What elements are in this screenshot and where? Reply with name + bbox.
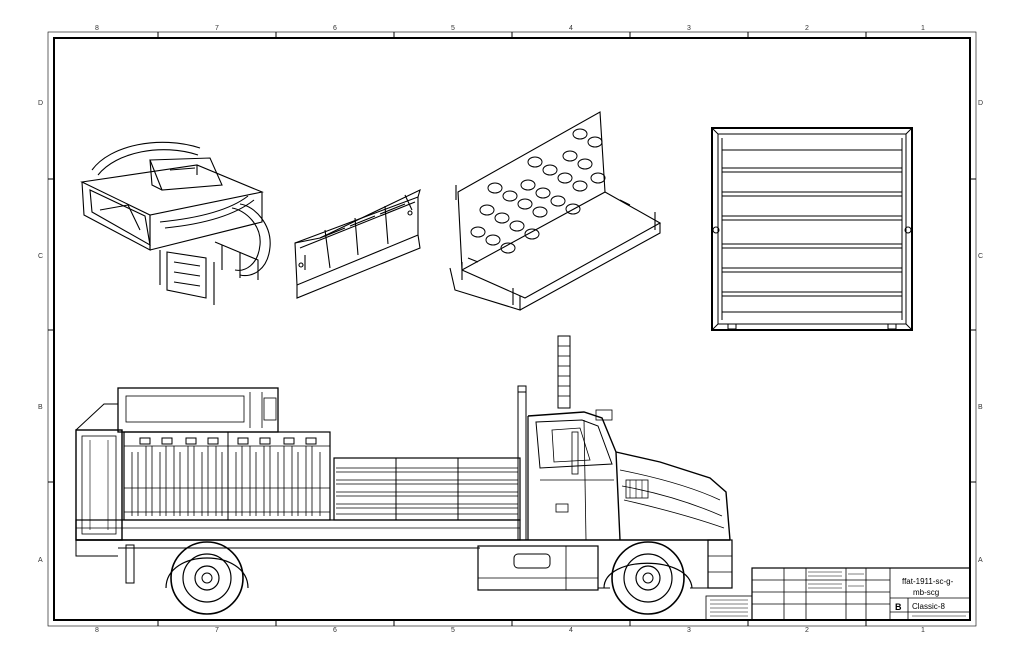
zone-label-bottom: 7 <box>215 627 219 634</box>
side-panel-slats <box>336 467 518 515</box>
zone-ticks <box>48 32 976 626</box>
zone-label-right: A <box>978 557 983 564</box>
zone-label-top: 4 <box>569 25 573 32</box>
zone-label-left: A <box>38 557 43 564</box>
sheet-size: B <box>895 602 902 612</box>
zone-label-top: 5 <box>451 25 455 32</box>
zone-label-left: D <box>38 100 44 107</box>
zone-label-right: B <box>978 404 983 411</box>
truck-side-view <box>75 335 733 591</box>
front-wheel <box>611 541 685 615</box>
zone-label-bottom: 3 <box>687 627 691 634</box>
isometric-cylinder-rack-view <box>449 111 662 311</box>
zone-label-right: D <box>978 100 984 107</box>
panel-front-view <box>711 127 913 331</box>
zone-label-left: B <box>38 404 43 411</box>
zone-label-top: 3 <box>687 25 691 32</box>
zone-label-top: 8 <box>95 25 99 32</box>
drawing-name-line1: ffat-1911-sc-g- <box>902 577 954 586</box>
zone-label-bottom: 4 <box>569 627 573 634</box>
drawing-name-line2: mb-scg <box>913 588 940 597</box>
zone-label-top: 7 <box>215 25 219 32</box>
title-block <box>705 567 971 621</box>
zone-label-top: 6 <box>333 25 337 32</box>
zone-label-bottom: 1 <box>921 627 925 634</box>
zone-label-bottom: 5 <box>451 627 455 634</box>
isometric-bin-view <box>294 188 421 299</box>
cylinder-rack-bars <box>131 446 321 516</box>
zone-label-top: 1 <box>921 25 925 32</box>
zone-label-bottom: 2 <box>805 627 809 634</box>
isometric-cradle-view <box>80 141 271 305</box>
rear-wheel <box>170 541 244 615</box>
cylinder-valve-caps <box>139 437 317 445</box>
zone-label-right: C <box>978 253 984 260</box>
zone-label-top: 2 <box>805 25 809 32</box>
zone-label-bottom: 8 <box>95 627 99 634</box>
zone-label-bottom: 6 <box>333 627 337 634</box>
zone-label-left: C <box>38 253 44 260</box>
sheet-name: Classic-8 <box>912 602 945 611</box>
